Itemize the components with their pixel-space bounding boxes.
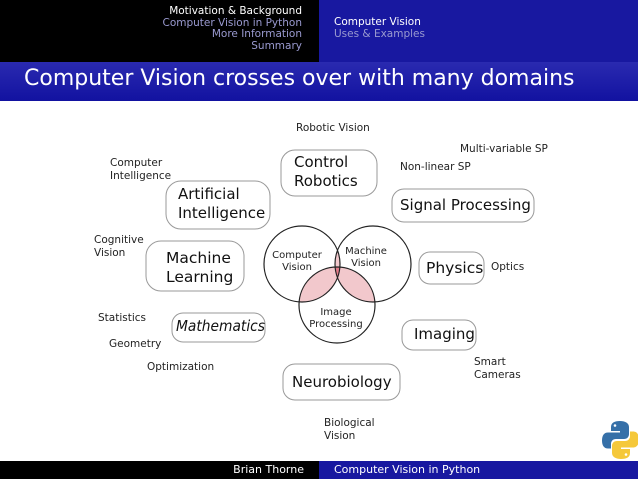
- control-robotics-label: Control Robotics: [294, 153, 358, 190]
- imaging-box: [401, 319, 477, 351]
- mathematics-box: [171, 312, 266, 343]
- neurobiology-label: Neurobiology: [292, 373, 392, 391]
- label-biological-vision: Biological Vision: [324, 417, 375, 442]
- physics-box: [418, 251, 485, 285]
- venn-circle-image-processing: [298, 266, 376, 344]
- venn-circle-machine-vision: [334, 225, 412, 303]
- label-optics: Optics: [491, 261, 525, 273]
- nav-section-cv-python[interactable]: Computer Vision in Python: [162, 16, 302, 29]
- venn-circle-computer-vision: [263, 225, 341, 303]
- nav-section-more-info[interactable]: More Information: [211, 28, 302, 40]
- domains-diagram: Computer Vision Machine Vision Image Pro…: [145, 149, 638, 459]
- footer-left-panel: [0, 461, 319, 479]
- frame-title-bar: [0, 62, 638, 101]
- label-multivariable-sp: Multi-variable SP: [460, 143, 548, 155]
- mathematics-label: Mathematics: [176, 317, 265, 335]
- control-robotics-box: [280, 149, 378, 197]
- venn-label-image-processing-1: Image: [320, 307, 351, 318]
- label-geometry: Geometry: [109, 338, 162, 350]
- machine-learning-label: Machine Learning: [166, 249, 234, 286]
- header-right-panel: [319, 0, 638, 62]
- label-nonlinear-sp: Non-linear SP: [400, 161, 471, 173]
- venn-label-computer-vision-2: Vision: [282, 262, 312, 273]
- label-optimization: Optimization: [147, 361, 215, 373]
- imaging-label: Imaging: [414, 325, 475, 343]
- physics-label: Physics: [426, 259, 484, 277]
- footer-presentation-title: Computer Vision in Python: [334, 463, 481, 476]
- nav-section-motivation[interactable]: Motivation & Background: [169, 5, 302, 17]
- neurobiology-box: [282, 363, 401, 401]
- subsection-nav: Computer Vision Uses & Examples: [334, 16, 425, 40]
- footer-author: Brian Thorne: [233, 463, 304, 476]
- venn-overlap-cv-ip: [299, 267, 340, 302]
- machine-learning-box: [145, 240, 245, 292]
- venn-diagram: Computer Vision Machine Vision Image Pro…: [263, 225, 412, 344]
- label-computer-intelligence: Computer Intelligence: [110, 157, 172, 182]
- label-cognitive-vision: Cognitive Vision: [94, 234, 144, 259]
- section-nav: Motivation & Background Computer Vision …: [162, 5, 302, 52]
- venn-overlap-mv-ip: [335, 267, 375, 302]
- python-logo-icon: [602, 421, 638, 459]
- nav-current-subsection[interactable]: Uses & Examples: [334, 27, 425, 40]
- label-smart-cameras: Smart Cameras: [474, 356, 521, 381]
- ai-label: Artificial Intelligence: [178, 185, 266, 222]
- header-left-panel: [0, 0, 319, 62]
- signal-processing-box: [391, 188, 535, 223]
- venn-label-machine-vision-2: Vision: [351, 258, 381, 269]
- nav-current-section[interactable]: Computer Vision: [334, 16, 421, 28]
- footer-right-panel: [319, 461, 638, 479]
- nav-section-summary[interactable]: Summary: [251, 39, 302, 52]
- frame-title: Computer Vision crosses over with many d…: [24, 66, 575, 91]
- venn-label-image-processing-2: Processing: [309, 319, 362, 330]
- venn-label-machine-vision-1: Machine: [345, 246, 387, 257]
- label-statistics: Statistics: [98, 312, 146, 324]
- signal-processing-label: Signal Processing: [400, 196, 531, 214]
- label-robotic-vision: Robotic Vision: [296, 122, 370, 134]
- venn-label-computer-vision-1: Computer: [272, 250, 323, 261]
- ai-box: [165, 180, 271, 230]
